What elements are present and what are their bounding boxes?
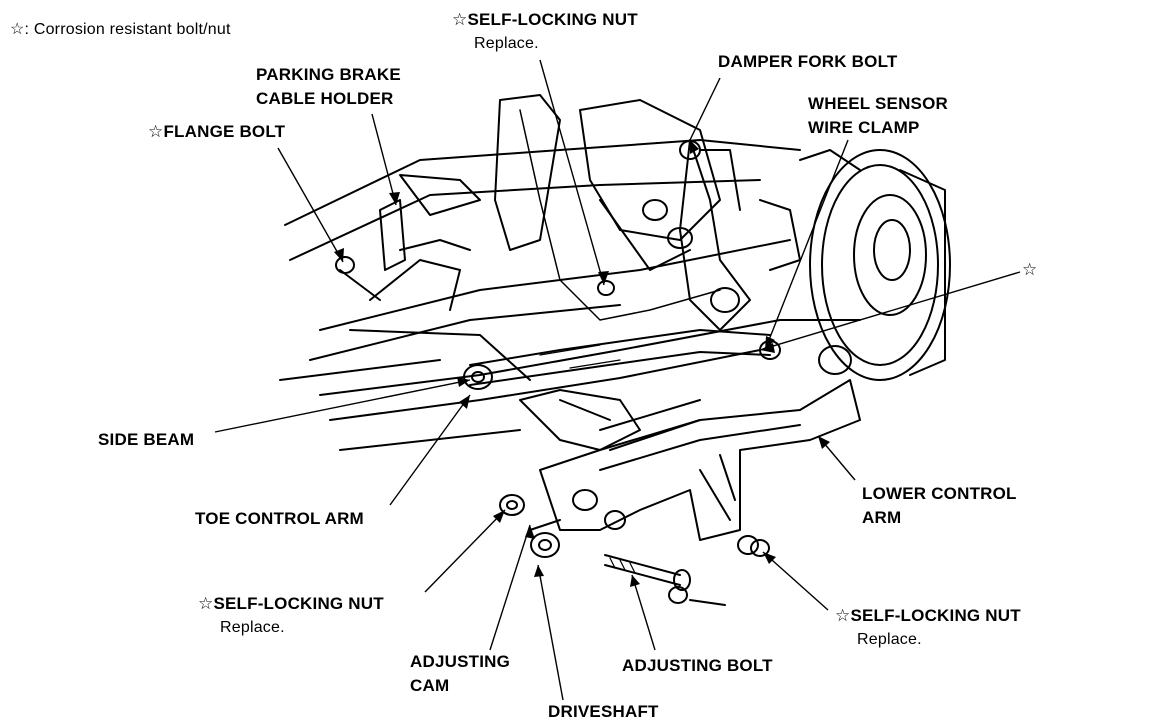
label-side-beam: SIDE BEAM bbox=[98, 430, 195, 449]
star-marker-icon: ☆ bbox=[1022, 260, 1038, 279]
label-wheel-sensor-wire-clamp: WHEEL SENSOR WIRE CLAMP bbox=[808, 92, 948, 140]
adjusting-cam-shape bbox=[529, 519, 561, 558]
label-self-locking-nut-top-note: Replace. bbox=[474, 35, 539, 52]
label-lower-control-line1: LOWER CONTROL bbox=[862, 484, 1017, 503]
label-self-locking-nut-right-name: SELF-LOCKING NUT bbox=[850, 606, 1021, 625]
label-adjusting-cam-line1: ADJUSTING bbox=[410, 652, 511, 671]
label-lower-control-line2: ARM bbox=[862, 508, 902, 527]
star-icon: ☆ bbox=[835, 606, 851, 625]
label-lower-control-arm: LOWER CONTROL ARM bbox=[862, 482, 1017, 530]
label-adjusting-bolt: ADJUSTING BOLT bbox=[622, 656, 773, 675]
label-self-locking-nut-right-note: Replace. bbox=[857, 631, 922, 648]
label-self-locking-nut-top-name: SELF-LOCKING NUT bbox=[467, 10, 638, 29]
flange-bolt-shape bbox=[335, 256, 381, 301]
leader-arrowheads bbox=[334, 140, 830, 587]
label-toe-control-arm: TOE CONTROL ARM bbox=[195, 509, 364, 528]
toe-control-arm-shape bbox=[463, 329, 781, 390]
parking-brake-cable bbox=[519, 109, 721, 321]
label-wheel-sensor-line1: WHEEL SENSOR bbox=[808, 94, 948, 113]
label-self-locking-nut-top: ☆SELF-LOCKING NUT Replace. bbox=[452, 8, 638, 56]
label-adjusting-cam-line2: CAM bbox=[410, 676, 450, 695]
label-self-locking-nut-left-note: Replace. bbox=[220, 619, 285, 636]
label-wheel-sensor-line2: WIRE CLAMP bbox=[808, 118, 920, 137]
star-icon: ☆ bbox=[452, 10, 468, 29]
label-driveshaft: DRIVESHAFT bbox=[548, 702, 659, 721]
lower-control-arm-shape bbox=[539, 345, 861, 555]
label-self-locking-nut-left-name: SELF-LOCKING NUT bbox=[213, 594, 384, 613]
label-parking-brake-cable-holder: PARKING BRAKE CABLE HOLDER bbox=[256, 63, 401, 111]
legend-text: ☆: Corrosion resistant bolt/nut bbox=[10, 21, 231, 38]
label-adjusting-cam: ADJUSTING CAM bbox=[410, 650, 510, 698]
label-self-locking-nut-left: ☆SELF-LOCKING NUT Replace. bbox=[198, 592, 384, 640]
self-locking-nut-shapes bbox=[499, 280, 770, 557]
label-self-locking-nut-right: ☆SELF-LOCKING NUT Replace. bbox=[835, 604, 1021, 652]
knuckle bbox=[642, 139, 801, 331]
label-parking-brake-line1: PARKING BRAKE bbox=[256, 65, 401, 84]
side-beam bbox=[279, 319, 861, 451]
brake-rotor bbox=[799, 149, 951, 381]
adjusting-bolt-shape bbox=[604, 554, 726, 606]
driveshaft-shape bbox=[519, 389, 701, 451]
subframe bbox=[284, 94, 801, 361]
label-parking-brake-line2: CABLE HOLDER bbox=[256, 89, 394, 108]
label-flange-bolt-name: FLANGE BOLT bbox=[163, 122, 286, 141]
leader-lines bbox=[214, 59, 1021, 701]
parking-brake-holder-shape bbox=[379, 199, 471, 271]
star-icon: ☆ bbox=[198, 594, 214, 613]
label-flange-bolt: ☆FLANGE BOLT bbox=[148, 120, 285, 144]
star-icon: ☆ bbox=[148, 122, 164, 141]
label-damper-fork-bolt: DAMPER FORK BOLT bbox=[718, 52, 898, 71]
